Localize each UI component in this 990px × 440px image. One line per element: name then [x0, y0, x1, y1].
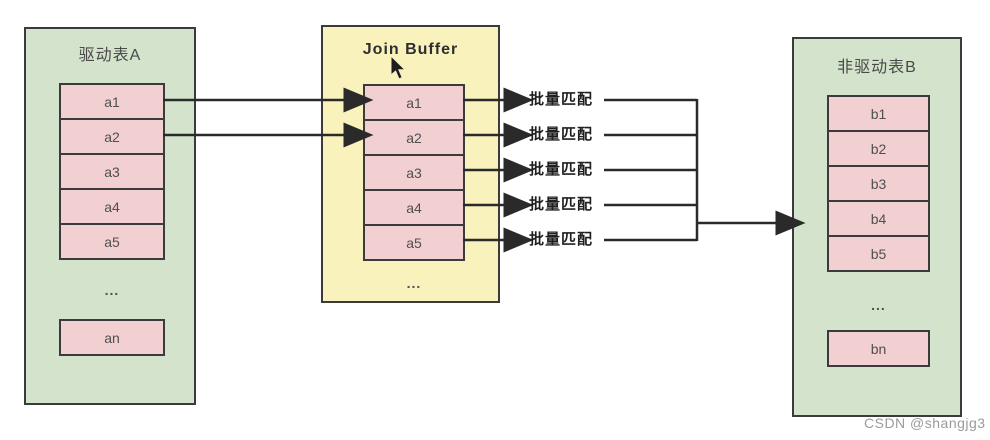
batch-match-label: 批量匹配 [528, 126, 593, 143]
batch-match-label: 批量匹配 [528, 91, 593, 108]
non-driver-table-b-title: 非驱动表B [837, 59, 917, 76]
driver-table-a-title: 驱动表A [78, 47, 142, 64]
buffer-row: a5 [363, 224, 465, 261]
ellipsis-text: ... [406, 275, 422, 291]
table-row: a1 [59, 83, 165, 120]
ellipsis-text: ... [871, 297, 886, 313]
driver-table-a-last-row: an [59, 319, 165, 356]
table-row: a5 [59, 223, 165, 260]
table-row: an [59, 319, 165, 356]
join-buffer-box: Join Buffer a1 a2 a3 a4 a5 ... [321, 25, 500, 303]
buffer-row: a1 [363, 84, 465, 121]
table-row: a3 [59, 153, 165, 190]
ellipsis-text: ... [104, 282, 120, 298]
non-driver-table-b-rows: b1 b2 b3 b4 b5 [827, 95, 930, 272]
buffer-row: a2 [363, 119, 465, 156]
join-buffer-title: Join Buffer [362, 41, 459, 58]
driver-table-a-rows: a1 a2 a3 a4 a5 [59, 83, 165, 260]
non-driver-table-b-box: 非驱动表B b1 b2 b3 b4 b5 ... bn [792, 37, 962, 417]
batch-match-label: 批量匹配 [528, 161, 593, 178]
join-buffer-rows: a1 a2 a3 a4 a5 [363, 84, 465, 261]
non-driver-table-b-last-row: bn [827, 330, 930, 367]
table-row: b2 [827, 130, 930, 167]
batch-match-label: 批量匹配 [528, 196, 593, 213]
table-row: bn [827, 330, 930, 367]
driver-table-a-box: 驱动表A a1 a2 a3 a4 a5 ... an [24, 27, 196, 405]
table-row: b5 [827, 235, 930, 272]
buffer-row: a3 [363, 154, 465, 191]
buffer-row: a4 [363, 189, 465, 226]
table-row: b3 [827, 165, 930, 202]
table-row: b1 [827, 95, 930, 132]
watermark-text: CSDN @shangjg3 [864, 415, 986, 431]
table-row: a4 [59, 188, 165, 225]
table-row: b4 [827, 200, 930, 237]
batch-match-label: 批量匹配 [528, 231, 593, 248]
table-row: a2 [59, 118, 165, 155]
